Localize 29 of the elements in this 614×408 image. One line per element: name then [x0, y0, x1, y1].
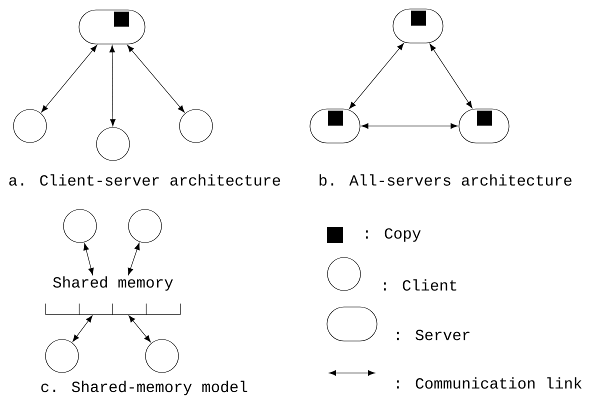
client-circle — [145, 339, 179, 373]
client-circle — [63, 209, 97, 243]
arrow — [41, 44, 98, 112]
legend-label: : Server — [397, 330, 470, 340]
caption: b. All-servers architecture — [320, 174, 572, 186]
arrow — [83, 243, 94, 276]
caption: c. Shared-memory model — [41, 380, 248, 396]
client-circle — [128, 209, 162, 243]
legend-label: : Communication link — [397, 377, 582, 389]
server-shape — [392, 8, 444, 44]
shared-memory-block: Shared memory — [45, 276, 181, 315]
arrow — [127, 44, 185, 113]
arrow — [349, 43, 404, 109]
arrow — [430, 44, 472, 108]
client-circle — [96, 127, 130, 161]
client-circle — [13, 109, 47, 143]
arrow — [72, 315, 93, 342]
caption: a. Client-server architecture — [9, 174, 280, 186]
arrow — [361, 123, 458, 129]
arrow — [128, 242, 140, 276]
server-shape — [458, 108, 510, 144]
legend-label: : Copy — [366, 228, 421, 242]
server-shape — [310, 108, 360, 144]
server-shape — [78, 10, 146, 44]
arrow — [128, 315, 151, 342]
legend-label: : Client — [384, 279, 456, 291]
client-circle — [45, 339, 79, 373]
client-circle — [179, 109, 213, 143]
arrow — [109, 45, 116, 126]
